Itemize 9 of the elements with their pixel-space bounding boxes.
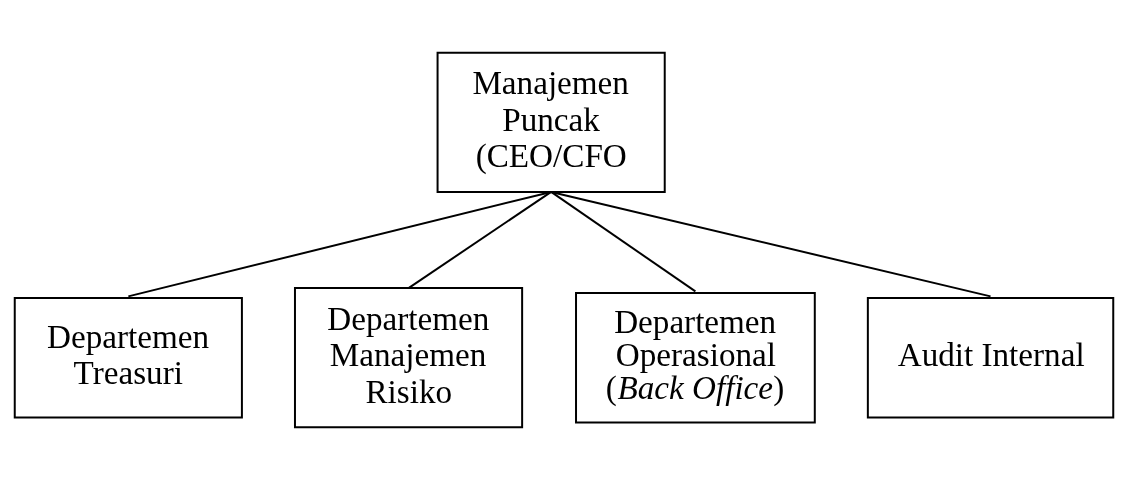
connector (127, 190, 553, 298)
node-box: Departemen Treasuri (13, 297, 243, 419)
connector (407, 190, 553, 290)
connector (550, 190, 697, 293)
node-box: Departemen Operasional (Back Office) (575, 292, 816, 424)
node-box: Manajemen Puncak (CEO/CFO (436, 51, 666, 193)
connector (550, 190, 992, 298)
node-box: Audit Internal (866, 297, 1115, 419)
node-box: Departemen Manajemen Risiko (293, 287, 524, 429)
